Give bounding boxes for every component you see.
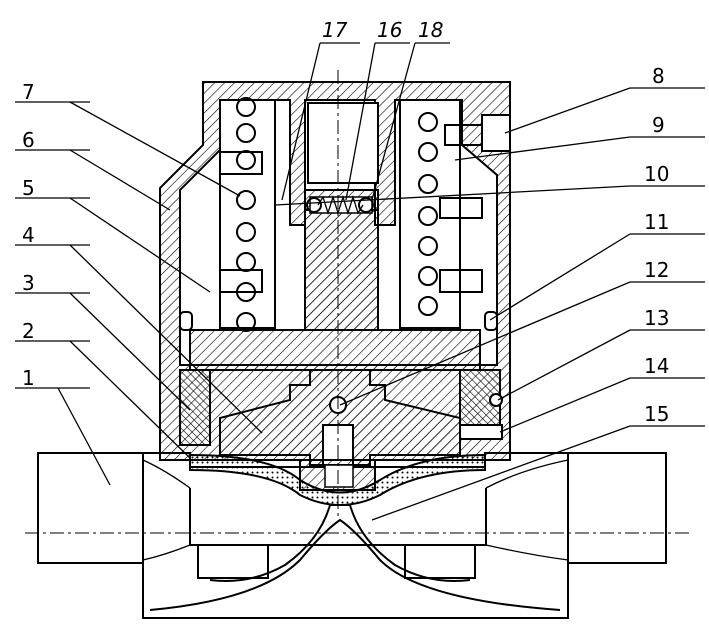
label-6: 6 bbox=[22, 128, 35, 152]
right-coil bbox=[418, 112, 438, 316]
leader-lines bbox=[15, 42, 705, 521]
label-2: 2 bbox=[22, 319, 35, 343]
label-5: 5 bbox=[22, 176, 35, 200]
label-13: 13 bbox=[644, 306, 670, 330]
label-11: 11 bbox=[644, 210, 670, 234]
label-10: 10 bbox=[644, 162, 670, 186]
lower-cover bbox=[179, 369, 211, 446]
label-16: 16 bbox=[377, 18, 403, 42]
label-12: 12 bbox=[644, 258, 670, 282]
spring bbox=[306, 194, 374, 216]
label-8: 8 bbox=[652, 64, 665, 88]
fixed-core bbox=[307, 102, 379, 184]
diaphragm bbox=[189, 453, 486, 506]
label-9: 9 bbox=[652, 113, 665, 137]
label-3: 3 bbox=[22, 271, 35, 295]
label-1: 1 bbox=[22, 366, 35, 390]
label-4: 4 bbox=[22, 223, 35, 247]
label-17: 17 bbox=[322, 18, 348, 42]
label-18: 18 bbox=[418, 18, 444, 42]
label-7: 7 bbox=[22, 80, 35, 104]
label-14: 14 bbox=[644, 354, 670, 378]
label-15: 15 bbox=[644, 402, 670, 426]
o-ring-13 bbox=[489, 393, 503, 407]
o-ring-11-right bbox=[484, 311, 498, 331]
screw-14 bbox=[459, 424, 503, 440]
o-ring-11 bbox=[179, 311, 193, 331]
